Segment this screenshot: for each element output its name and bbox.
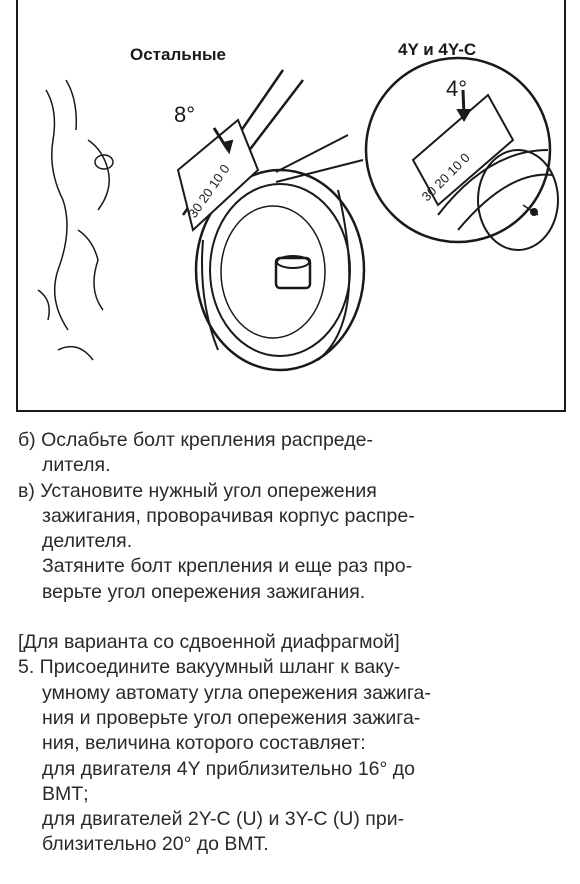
text-line: ВМТ; xyxy=(42,782,89,805)
ignition-timing-illustration: 30 20 10 0 30 20 10 0 Остальные 4Y xyxy=(16,0,566,412)
text-line: [Для варианта со сдвоенной диафрагмой] xyxy=(18,631,400,654)
text-line: б) Ослабьте болт крепления распреде- xyxy=(18,429,373,451)
angle-4-degrees: 4° xyxy=(446,76,468,101)
pulley-drawing: 30 20 10 0 30 20 10 0 xyxy=(37,56,559,372)
label-other-engines: Остальные xyxy=(130,45,226,64)
text-line: зажигания, проворачивая корпус распре- xyxy=(42,504,415,527)
text-line: Затяните болт крепления и еще раз про- xyxy=(42,555,413,578)
text-line: в) Установите нужный угол опережения xyxy=(18,479,377,502)
text-line: верьте угол опережения зажигания. xyxy=(42,580,366,603)
instructions-text: б) Ослабьте болт крепления распреде- лит… xyxy=(18,428,566,858)
text-line: лителя. xyxy=(42,454,111,477)
text-line: 5. Присоедините вакуумный шланг к ваку- xyxy=(18,656,401,679)
text-line: ния, величина которого составляет: xyxy=(42,732,366,755)
angle-8-degrees: 8° xyxy=(174,102,196,127)
text-line: близительно 20° до ВМТ. xyxy=(42,833,269,856)
text-line: для двигателей 2Y-C (U) и 3Y-C (U) при- xyxy=(42,808,405,831)
label-4y-engines: 4Y и 4Y-C xyxy=(398,40,477,59)
text-line: умному автомату угла опережения зажига- xyxy=(42,681,431,704)
paragraph-spacer xyxy=(18,605,566,630)
text-line: ния и проверьте угол опережения зажига- xyxy=(42,706,421,729)
text-line: делителя. xyxy=(42,530,133,553)
text-line: для двигателя 4Y приблизительно 16° до xyxy=(42,757,415,780)
